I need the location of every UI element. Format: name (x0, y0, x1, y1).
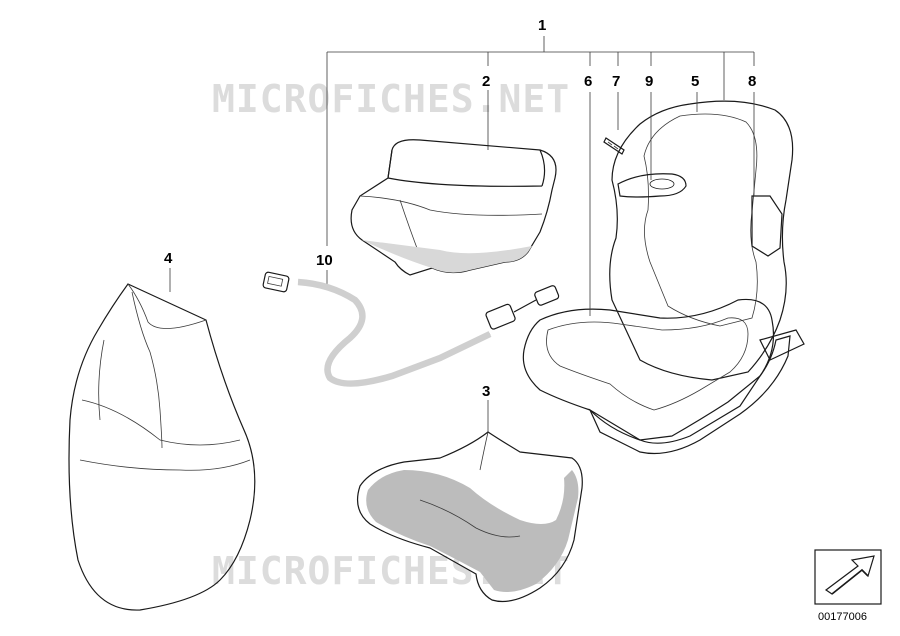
child-seat-assembly (522, 92, 805, 455)
callout-1: 1 (538, 17, 546, 34)
callout-10: 10 (316, 252, 333, 269)
callout-2: 2 (482, 73, 490, 90)
part-3-seat-insert (357, 400, 583, 603)
part-10-harness-strap (262, 270, 560, 387)
watermark-top: MICROFICHES.NET (212, 77, 570, 121)
reference-box (814, 549, 882, 605)
callout-4: 4 (164, 250, 173, 267)
callout-3: 3 (482, 383, 490, 400)
callout-7: 7 (612, 73, 620, 90)
callout-6: 6 (584, 73, 592, 90)
part-4-seat-cover (68, 268, 256, 611)
callout-5: 5 (691, 73, 699, 90)
arrow-icon (824, 555, 875, 595)
reference-number: 00177006 (818, 611, 867, 623)
callout-9: 9 (645, 73, 653, 90)
callout-8: 8 (748, 73, 756, 90)
part-2-booster-cushion (350, 90, 557, 276)
part-7-bolt (603, 137, 625, 155)
callout-1-bracket (326, 36, 755, 246)
